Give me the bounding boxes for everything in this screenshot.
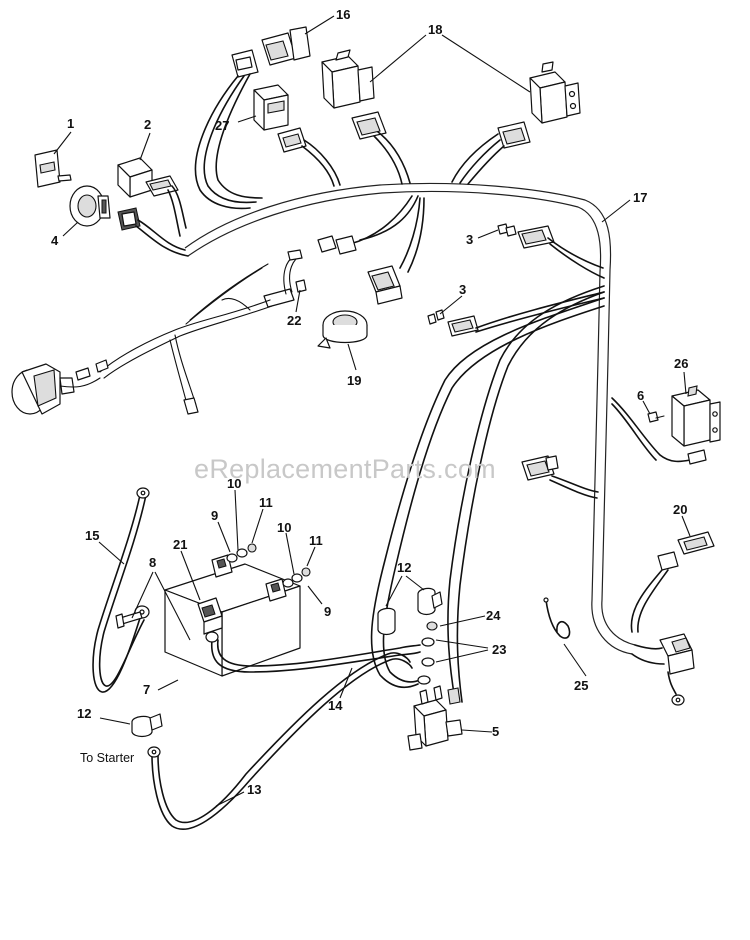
screw-6 <box>647 411 665 423</box>
callout-5: 5 <box>492 724 499 739</box>
callout-12b: 12 <box>77 706 91 721</box>
callout-20: 20 <box>673 502 687 517</box>
switch-18-left <box>321 49 375 109</box>
key-switch <box>34 149 72 188</box>
battery-7 <box>164 554 301 677</box>
connector-top-b <box>351 111 411 185</box>
watermark: eReplacementParts.com <box>194 454 496 484</box>
callout-6: 6 <box>637 388 644 403</box>
left-subharness <box>99 263 273 409</box>
center-branch-wires <box>349 195 425 273</box>
leader-lines <box>53 15 691 807</box>
connector-top-a <box>277 127 341 187</box>
callout-4: 4 <box>51 233 59 248</box>
callout-24: 24 <box>486 608 501 623</box>
connector-center-small <box>317 235 357 255</box>
alarm-19 <box>317 310 368 349</box>
callout-9b: 9 <box>324 604 331 619</box>
battery-to-solenoid-cable <box>205 631 421 673</box>
connector-plug-left <box>117 207 189 257</box>
solenoid-5 <box>407 685 463 751</box>
callout-10b: 10 <box>277 520 291 535</box>
connector-3-upper <box>497 223 517 237</box>
connector-16 <box>194 26 311 210</box>
ground-cable-15 <box>92 487 150 693</box>
starter-cable-13 <box>147 652 413 831</box>
boot-12-lower <box>131 713 163 738</box>
main-harness <box>184 182 636 655</box>
switch-18-right <box>529 61 581 124</box>
callout-22: 22 <box>287 313 301 328</box>
callout-26: 26 <box>674 356 688 371</box>
callout-11a: 11 <box>259 495 273 510</box>
terminal-cover-21 <box>197 597 223 635</box>
callout-11b: 11 <box>309 533 323 548</box>
clip-25 <box>543 597 571 639</box>
round-switch <box>69 185 111 227</box>
callout-25: 25 <box>574 678 588 693</box>
callout-14: 14 <box>328 698 343 713</box>
callout-19: 19 <box>347 373 361 388</box>
relay-connector <box>117 157 187 237</box>
boot-12-upper <box>377 587 443 636</box>
callout-21: 21 <box>173 537 187 552</box>
connector-3-lower <box>427 309 445 325</box>
connector-right-mid <box>521 455 599 499</box>
connector-center-large <box>367 265 403 305</box>
connector-right-upper <box>517 225 605 279</box>
callout-23: 23 <box>492 642 506 657</box>
callout-3a: 3 <box>466 232 473 247</box>
callout-13: 13 <box>247 782 261 797</box>
callout-8: 8 <box>149 555 156 570</box>
callout-17: 17 <box>633 190 647 205</box>
nuts-23 <box>417 637 435 685</box>
callout-12a: 12 <box>397 560 411 575</box>
callout-15: 15 <box>85 528 99 543</box>
hardware-stack-b <box>282 567 311 588</box>
callout-2: 2 <box>144 117 151 132</box>
callout-labels: 1 2 3 3 4 5 6 7 8 9 9 10 10 11 11 12 12 … <box>51 7 688 797</box>
callout-9a: 9 <box>211 508 218 523</box>
callout-27: 27 <box>215 118 229 133</box>
connector-20 <box>630 531 715 633</box>
callout-3b: 3 <box>459 282 466 297</box>
module-27 <box>253 84 289 131</box>
callout-16: 16 <box>336 7 350 22</box>
hardware-stack-a <box>226 543 257 563</box>
connector-22 <box>263 249 307 308</box>
connector-right-bottom <box>631 633 695 706</box>
callout-10a: 10 <box>227 476 241 491</box>
connector-top-c <box>451 121 531 185</box>
nut-24 <box>426 621 438 631</box>
battery-wire-run <box>370 285 605 705</box>
ignition-module-26 <box>611 385 721 465</box>
callout-1: 1 <box>67 116 74 131</box>
callout-7: 7 <box>143 682 150 697</box>
callout-18: 18 <box>428 22 442 37</box>
light-assembly <box>11 359 199 415</box>
to-starter-caption: To Starter <box>80 751 134 765</box>
